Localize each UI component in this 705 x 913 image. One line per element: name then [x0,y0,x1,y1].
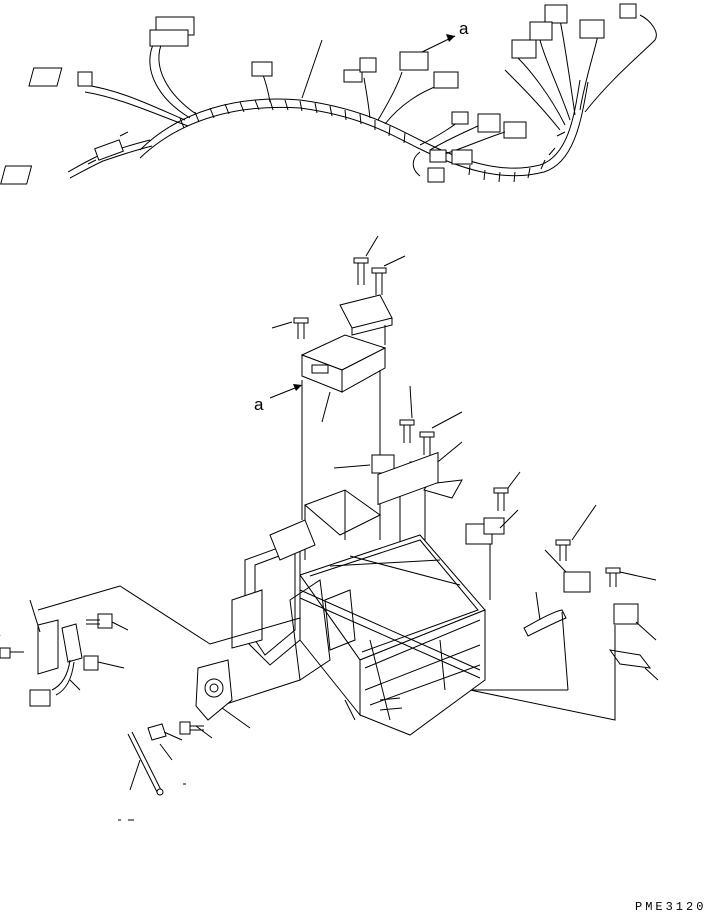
sensor-assembly [0,599,251,821]
controller-assembly [269,235,406,540]
relay-right-group [465,471,659,721]
callout-label-a-lower: a [254,395,264,414]
wiring-harness [0,3,657,185]
drawing-code: PME3120 [635,900,705,913]
callout-label-a-top: a [459,19,469,38]
leader-lines [37,585,301,707]
